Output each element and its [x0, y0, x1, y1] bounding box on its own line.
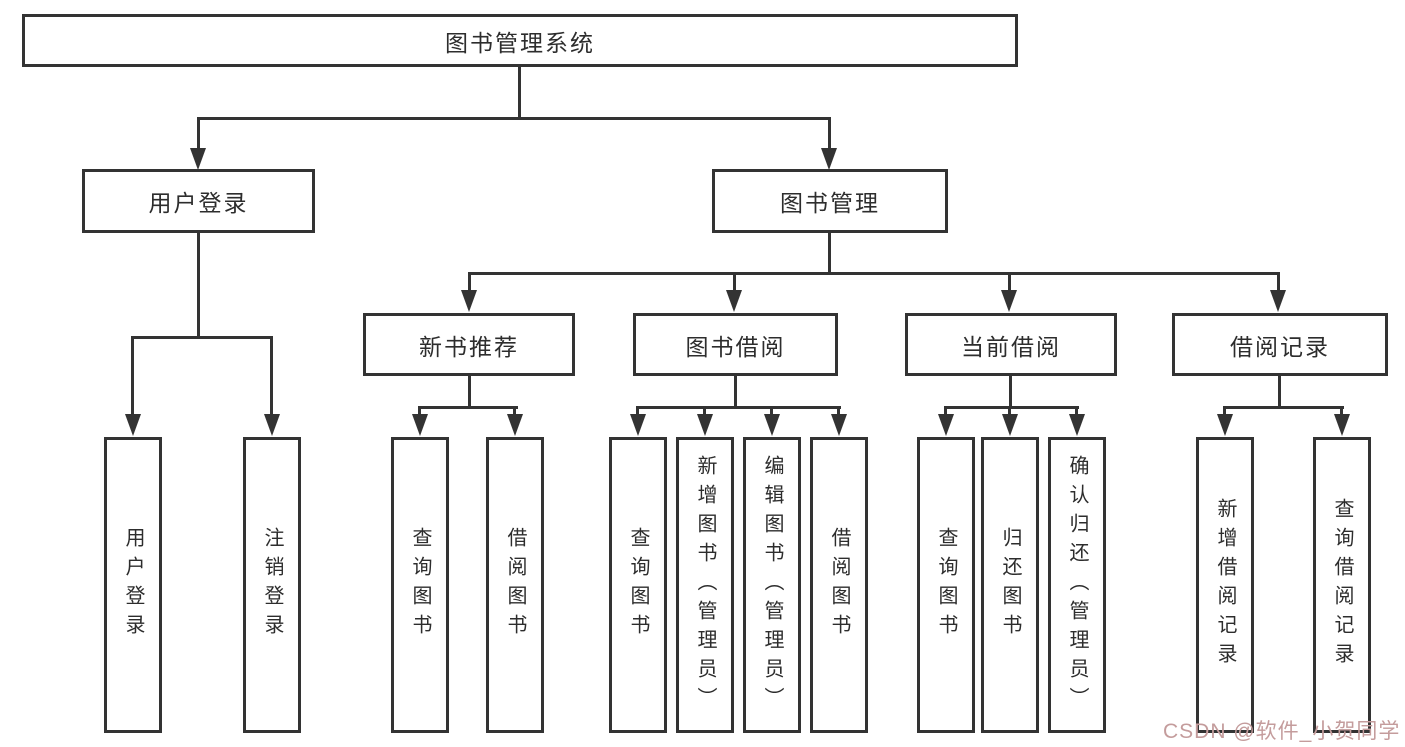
- connector-line: [828, 233, 831, 275]
- connector-line: [770, 406, 773, 416]
- arrowhead-down: [461, 290, 477, 312]
- arrowhead-down: [1002, 414, 1018, 436]
- leaf-label: 编辑图书（管理员）: [761, 454, 783, 716]
- arrowhead-down: [1217, 414, 1233, 436]
- leaf-label: 查询图书: [409, 527, 431, 643]
- connector-line: [468, 272, 471, 290]
- leaf-label: 新增图书（管理员）: [694, 454, 716, 716]
- connector-line: [1008, 406, 1011, 416]
- connector-line: [828, 117, 831, 150]
- arrowhead-down: [821, 148, 837, 170]
- leaf-query-books-borrowing: 查询图书: [609, 437, 667, 733]
- connector-line: [1223, 406, 1226, 416]
- connector-line: [131, 336, 134, 416]
- node-book-management: 图书管理: [712, 169, 948, 233]
- arrowhead-down: [831, 414, 847, 436]
- csdn-watermark: CSDN @软件_小贺同学: [1163, 720, 1401, 743]
- leaf-label: 注销登录: [261, 527, 283, 643]
- node-root: 图书管理系统: [22, 14, 1018, 67]
- arrowhead-down: [190, 148, 206, 170]
- leaf-borrow-books-recommend: 借阅图书: [486, 437, 544, 733]
- arrowhead-down: [1069, 414, 1085, 436]
- connector-line: [944, 406, 1079, 409]
- leaf-label: 借阅图书: [828, 527, 850, 643]
- arrowhead-down: [507, 414, 523, 436]
- connector-line: [197, 117, 830, 120]
- leaf-add-borrow-record: 新增借阅记录: [1196, 437, 1254, 733]
- node-book-borrowing: 图书借阅: [633, 313, 838, 376]
- arrowhead-down: [264, 414, 280, 436]
- arrowhead-down: [1270, 290, 1286, 312]
- connector-line: [518, 66, 521, 118]
- connector-line: [703, 406, 706, 416]
- arrowhead-down: [125, 414, 141, 436]
- leaf-label: 查询图书: [627, 527, 649, 643]
- leaf-label: 归还图书: [999, 527, 1021, 643]
- leaf-logout: 注销登录: [243, 437, 301, 733]
- leaf-borrow-books-borrowing: 借阅图书: [810, 437, 868, 733]
- leaf-label: 确认归还（管理员）: [1066, 454, 1088, 716]
- leaf-label: 查询借阅记录: [1331, 498, 1353, 672]
- connector-line: [733, 272, 736, 290]
- arrowhead-down: [630, 414, 646, 436]
- leaf-label: 新增借阅记录: [1214, 498, 1236, 672]
- connector-line: [734, 376, 737, 407]
- connector-line: [1009, 376, 1012, 407]
- node-current-borrowing: 当前借阅: [905, 313, 1117, 376]
- arrowhead-down: [726, 290, 742, 312]
- node-new-book-recommend: 新书推荐: [363, 313, 575, 376]
- leaf-query-books-current: 查询图书: [917, 437, 975, 733]
- connector-line: [1008, 272, 1011, 290]
- leaf-add-books-admin: 新增图书（管理员）: [676, 437, 734, 733]
- connector-line: [468, 272, 1280, 275]
- connector-line: [1223, 406, 1344, 409]
- leaf-return-books: 归还图书: [981, 437, 1039, 733]
- leaf-label: 查询图书: [935, 527, 957, 643]
- connector-line: [636, 406, 841, 409]
- leaf-confirm-return-admin: 确认归还（管理员）: [1048, 437, 1106, 733]
- connector-line: [1340, 406, 1343, 416]
- connector-line: [418, 406, 518, 409]
- node-user-login: 用户登录: [82, 169, 315, 233]
- connector-line: [837, 406, 840, 416]
- connector-line: [1278, 376, 1281, 407]
- leaf-label: 用户登录: [122, 527, 144, 643]
- connector-line: [1075, 406, 1078, 416]
- connector-line: [131, 336, 273, 339]
- connector-line: [1277, 272, 1280, 290]
- connector-line: [197, 233, 200, 337]
- connector-line: [197, 117, 200, 150]
- connector-line: [418, 406, 421, 416]
- connector-line: [513, 406, 516, 416]
- leaf-label: 借阅图书: [504, 527, 526, 643]
- arrowhead-down: [1334, 414, 1350, 436]
- leaf-user-login: 用户登录: [104, 437, 162, 733]
- connector-line: [468, 376, 471, 407]
- arrowhead-down: [764, 414, 780, 436]
- connector-line: [636, 406, 639, 416]
- leaf-query-borrow-record: 查询借阅记录: [1313, 437, 1371, 733]
- arrowhead-down: [1001, 290, 1017, 312]
- arrowhead-down: [697, 414, 713, 436]
- connector-line: [944, 406, 947, 416]
- arrowhead-down: [412, 414, 428, 436]
- arrowhead-down: [938, 414, 954, 436]
- leaf-edit-books-admin: 编辑图书（管理员）: [743, 437, 801, 733]
- leaf-query-books-recommend: 查询图书: [391, 437, 449, 733]
- connector-line: [270, 336, 273, 416]
- node-borrowing-records: 借阅记录: [1172, 313, 1388, 376]
